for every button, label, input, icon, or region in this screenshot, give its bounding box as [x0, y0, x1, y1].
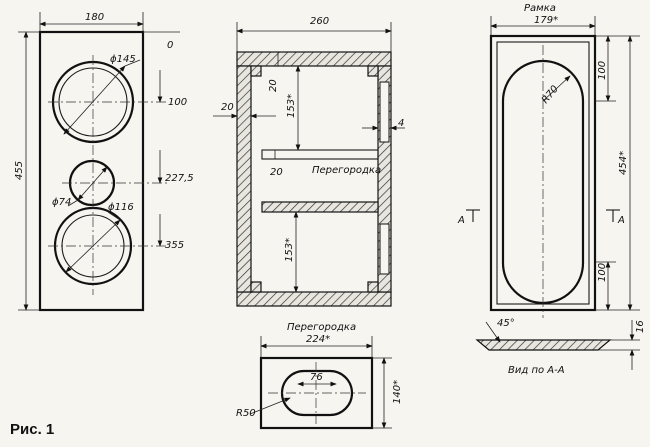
slot-length-label: 76	[310, 372, 323, 383]
lower-chamber-height: 153*	[284, 238, 295, 262]
back-board-thickness: 20	[221, 102, 234, 113]
frame-thickness-label: 16	[635, 320, 646, 333]
frame-section-caption: Вид по А-А	[508, 365, 565, 376]
bevel-angle-label: 45°	[497, 318, 515, 329]
partition-width-label: 224*	[306, 334, 330, 345]
section-mark-left: A	[457, 215, 465, 226]
frame-title: Рамка	[524, 3, 556, 14]
mid-hole-diameter: ϕ74	[52, 197, 71, 208]
front-panel-view: 180 455 ϕ145 ϕ74 ϕ116 0 100 227,	[14, 12, 194, 312]
frame-top-offset: 100	[597, 61, 608, 80]
level-355-label: 355	[165, 240, 184, 251]
frame-view: Рамка 179* R70 100 100 454* A A 45°	[457, 3, 646, 376]
frame-height-label: 454*	[618, 151, 629, 175]
zero-mark-label: 0	[167, 40, 173, 51]
partition-detail-view: Перегородка 224* 76 R50 140*	[236, 322, 403, 430]
slot-radius-label: R50	[236, 408, 256, 419]
frame-section-profile	[475, 339, 612, 351]
front-panel-outline	[38, 30, 145, 312]
frame-bottom-offset: 100	[597, 263, 608, 282]
figure-caption: Рис. 1	[10, 421, 54, 438]
front-width-label: 180	[85, 12, 104, 23]
partition-board-outline	[259, 356, 374, 430]
level-100-label: 100	[168, 97, 187, 108]
section-partition-label: Перегородка	[312, 165, 381, 176]
top-hole-diameter: ϕ145	[110, 54, 136, 65]
frame-gap-label: 4	[398, 118, 404, 129]
partition-height-label: 140*	[392, 380, 403, 404]
bottom-hole-diameter: ϕ116	[108, 202, 134, 213]
level-227-label: 227,5	[165, 173, 194, 184]
section-depth-label: 260	[310, 16, 329, 27]
partition-board	[261, 149, 379, 160]
frame-width-label: 179*	[534, 15, 558, 26]
upper-chamber-height: 153*	[286, 94, 297, 118]
front-height-label: 455	[14, 161, 25, 180]
partition-thickness: 20	[270, 167, 283, 178]
partition-detail-title: Перегородка	[287, 322, 356, 333]
section-view: 260 20 20 153* 20 Перегородка	[213, 16, 405, 307]
top-board-thickness: 20	[268, 79, 279, 92]
section-mark-right: A	[617, 215, 625, 226]
